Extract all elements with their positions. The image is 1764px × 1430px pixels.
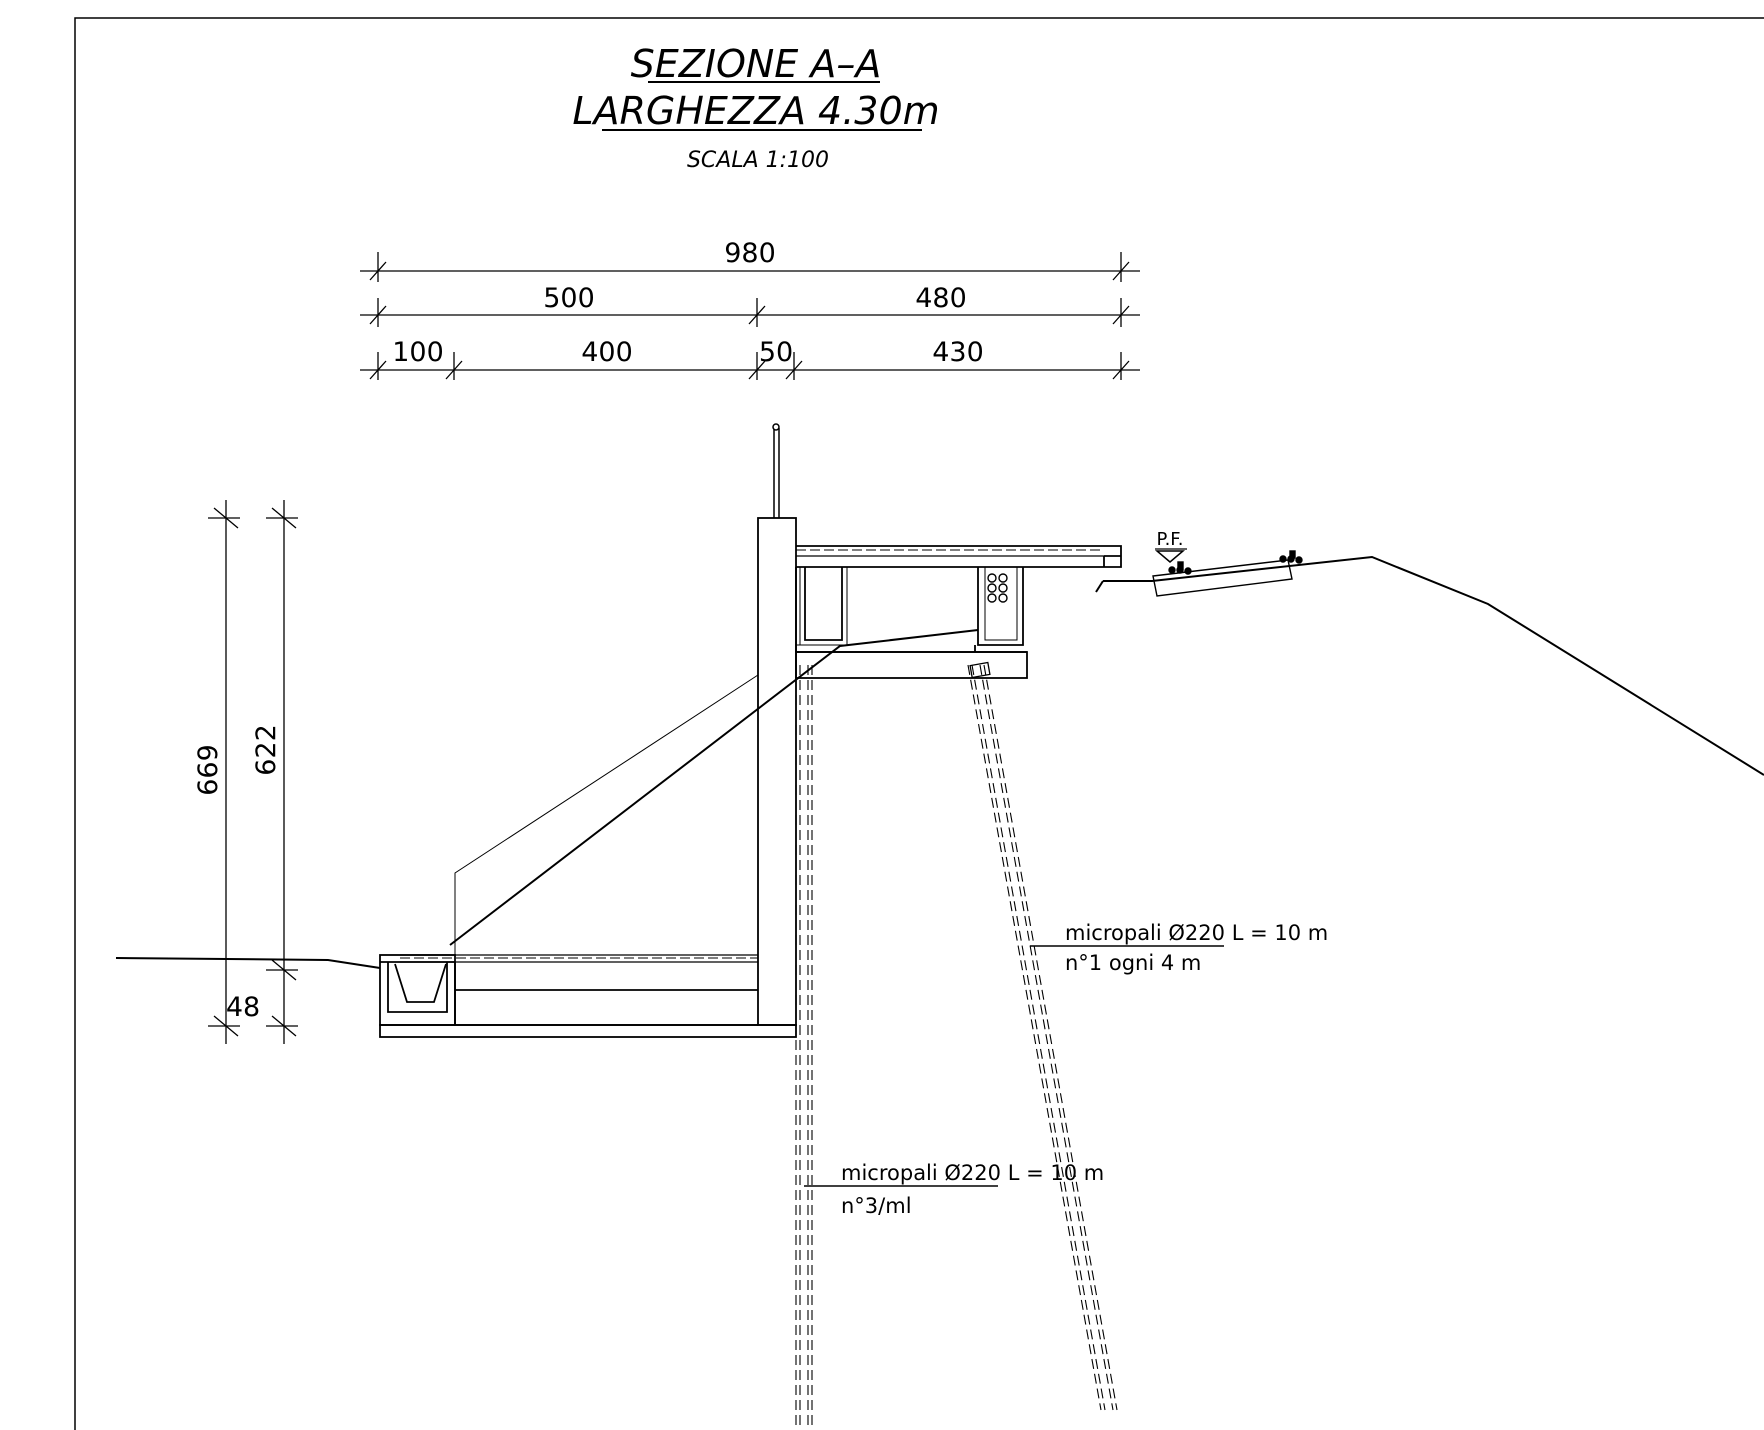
dim-seg-2: 400 — [581, 337, 633, 368]
inclined-piles-spacing: n°1 ogni 4 m — [1065, 951, 1201, 975]
inclined-micropiles — [967, 664, 1118, 1411]
horizontal-dimensions — [360, 252, 1140, 380]
inclined-piles-callout: micropali Ø220 L = 10 m n°1 ogni 4 m — [1030, 921, 1328, 975]
rail-level-marker: P.F. — [1154, 529, 1187, 563]
dim-height-inner: 622 — [251, 724, 282, 776]
vertical-piles-density: n°3/ml — [841, 1194, 912, 1218]
dim-seg-4: 430 — [932, 337, 984, 368]
rail-level-label: P.F. — [1157, 529, 1184, 550]
title-block: SEZIONE A–A LARGHEZZA 4.30m SCALA 1:100 — [572, 42, 939, 173]
inclined-piles-spec: micropali Ø220 L = 10 m — [1065, 921, 1328, 945]
railway-track — [1152, 550, 1303, 597]
dim-seg-1: 100 — [392, 337, 444, 368]
retaining-wall — [379, 517, 797, 1038]
width-title: LARGHEZZA 4.30m — [572, 89, 939, 133]
drainage-channel — [379, 954, 456, 1026]
dim-base-height: 48 — [226, 992, 260, 1023]
ground-profile — [115, 555, 1764, 969]
dim-total: 980 — [724, 238, 776, 269]
dim-seg-3: 50 — [759, 337, 793, 368]
handrail-post — [772, 423, 780, 518]
dim-left-part: 500 — [543, 283, 595, 314]
vertical-dimensions — [208, 500, 298, 1044]
vertical-piles-spec: micropali Ø220 L = 10 m — [841, 1161, 1104, 1185]
vertical-micropiles — [795, 665, 813, 1425]
drainage-pipes — [987, 573, 1008, 603]
inclined-pile-head — [969, 661, 991, 679]
scale-label: SCALA 1:100 — [687, 148, 829, 173]
section-title: SEZIONE A–A — [631, 42, 882, 86]
dim-right-part: 480 — [915, 283, 967, 314]
sheet-border — [74, 17, 1764, 1430]
dim-height-outer: 669 — [193, 744, 224, 796]
upper-deck — [795, 545, 1122, 679]
vertical-piles-callout: micropali Ø220 L = 10 m n°3/ml — [804, 1161, 1104, 1218]
